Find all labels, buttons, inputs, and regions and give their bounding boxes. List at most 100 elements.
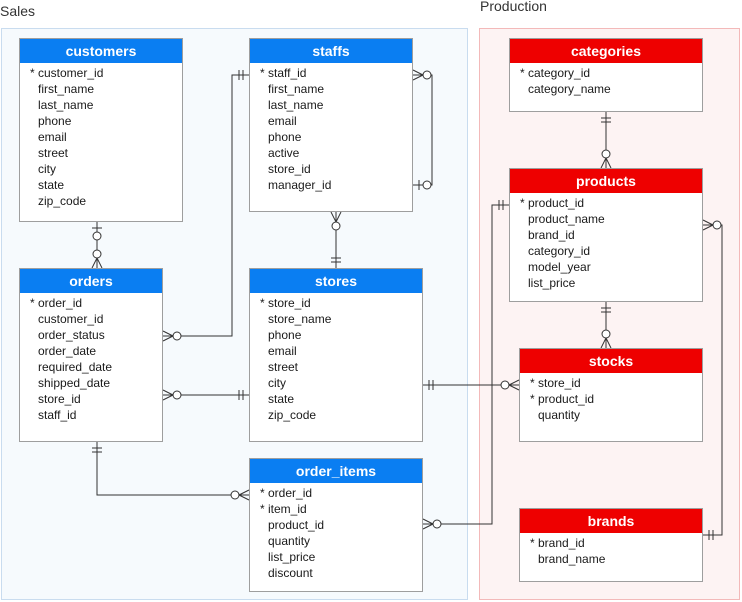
field-name: order_id	[38, 296, 83, 310]
field-name: category_name	[528, 82, 611, 96]
field-name: city	[268, 376, 286, 390]
field-name: quantity	[538, 408, 581, 422]
field-name: store_id	[38, 392, 81, 406]
field-category-id: category_id	[510, 243, 702, 259]
field-city: city	[20, 161, 182, 177]
field-name: category_id	[528, 66, 591, 80]
optional-marker	[500, 380, 510, 390]
primary-key-marker: *	[259, 502, 268, 516]
field-city: city	[250, 375, 422, 391]
field-order-id: * order_id	[20, 295, 162, 311]
field-name: product_name	[528, 212, 605, 226]
field-name: discount	[268, 566, 313, 580]
optional-marker	[422, 70, 432, 80]
field-manager-id: manager_id	[250, 177, 412, 193]
field-name: product_id	[538, 392, 595, 406]
field-name: zip_code	[268, 408, 317, 422]
crow-foot-marker	[238, 489, 250, 496]
entity-stocks-title: stocks	[520, 349, 702, 373]
optional-marker	[230, 490, 240, 500]
field-brand-id: brand_id	[510, 227, 702, 243]
primary-key-marker: *	[29, 66, 38, 80]
entity-customers-title: customers	[20, 39, 182, 63]
production-region-title: Production	[480, 0, 547, 14]
crow-foot-marker	[162, 389, 174, 396]
field-product-id: * product_id	[520, 391, 702, 407]
field-name: first_name	[38, 82, 95, 96]
field-state: state	[250, 391, 422, 407]
field-name: order_status	[38, 328, 105, 342]
entity-orders-title: orders	[20, 269, 162, 293]
optional-marker	[432, 519, 442, 529]
rel-staffs-orders	[163, 74, 249, 337]
field-category-id: * category_id	[510, 65, 702, 81]
field-store-id: * store_id	[520, 375, 702, 391]
field-first-name: first_name	[20, 81, 182, 97]
crow-foot-marker	[96, 257, 103, 269]
rel-products-order-items	[423, 204, 509, 525]
field-name: city	[38, 162, 56, 176]
field-street: street	[20, 145, 182, 161]
optional-marker	[601, 149, 611, 159]
primary-key-marker: *	[529, 376, 538, 390]
optional-marker	[601, 329, 611, 339]
crow-foot-marker	[702, 224, 714, 231]
crow-foot-marker	[605, 337, 612, 349]
field-order-date: order_date	[20, 343, 162, 359]
optional-marker	[92, 231, 102, 241]
field-name: email	[268, 344, 297, 358]
field-name: shipped_date	[38, 376, 111, 390]
rel-brands-products	[703, 224, 723, 536]
field-name: street	[38, 146, 69, 160]
field-name: brand_id	[538, 536, 585, 550]
field-name: staff_id	[268, 66, 307, 80]
field-name: store_id	[538, 376, 581, 390]
field-name: list_price	[528, 276, 576, 290]
field-zip-code: zip_code	[250, 407, 422, 423]
field-email: email	[250, 343, 422, 359]
field-name: last_name	[268, 98, 324, 112]
field-last-name: last_name	[250, 97, 412, 113]
field-name: customer_id	[38, 312, 104, 326]
field-zip-code: zip_code	[20, 193, 182, 209]
field-store-name: store_name	[250, 311, 422, 327]
primary-key-marker: *	[519, 196, 528, 210]
optional-marker	[712, 220, 722, 230]
field-name: model_year	[528, 260, 591, 274]
crow-foot-marker	[162, 330, 174, 337]
field-category-name: category_name	[510, 81, 702, 97]
field-phone: phone	[250, 327, 422, 343]
crow-foot-marker	[422, 523, 434, 530]
primary-key-marker: *	[529, 392, 538, 406]
field-staff-id: * staff_id	[250, 65, 412, 81]
entity-brands-title: brands	[520, 509, 702, 533]
field-name: zip_code	[38, 194, 87, 208]
optional-marker	[422, 180, 432, 190]
field-name: product_id	[268, 518, 325, 532]
field-name: store_id	[268, 296, 311, 310]
field-name: phone	[268, 130, 302, 144]
crow-foot-marker	[335, 211, 342, 223]
field-name: brand_id	[528, 228, 575, 242]
crow-foot-marker	[91, 257, 98, 269]
field-list-price: list_price	[510, 275, 702, 291]
crow-foot-marker	[330, 211, 337, 223]
